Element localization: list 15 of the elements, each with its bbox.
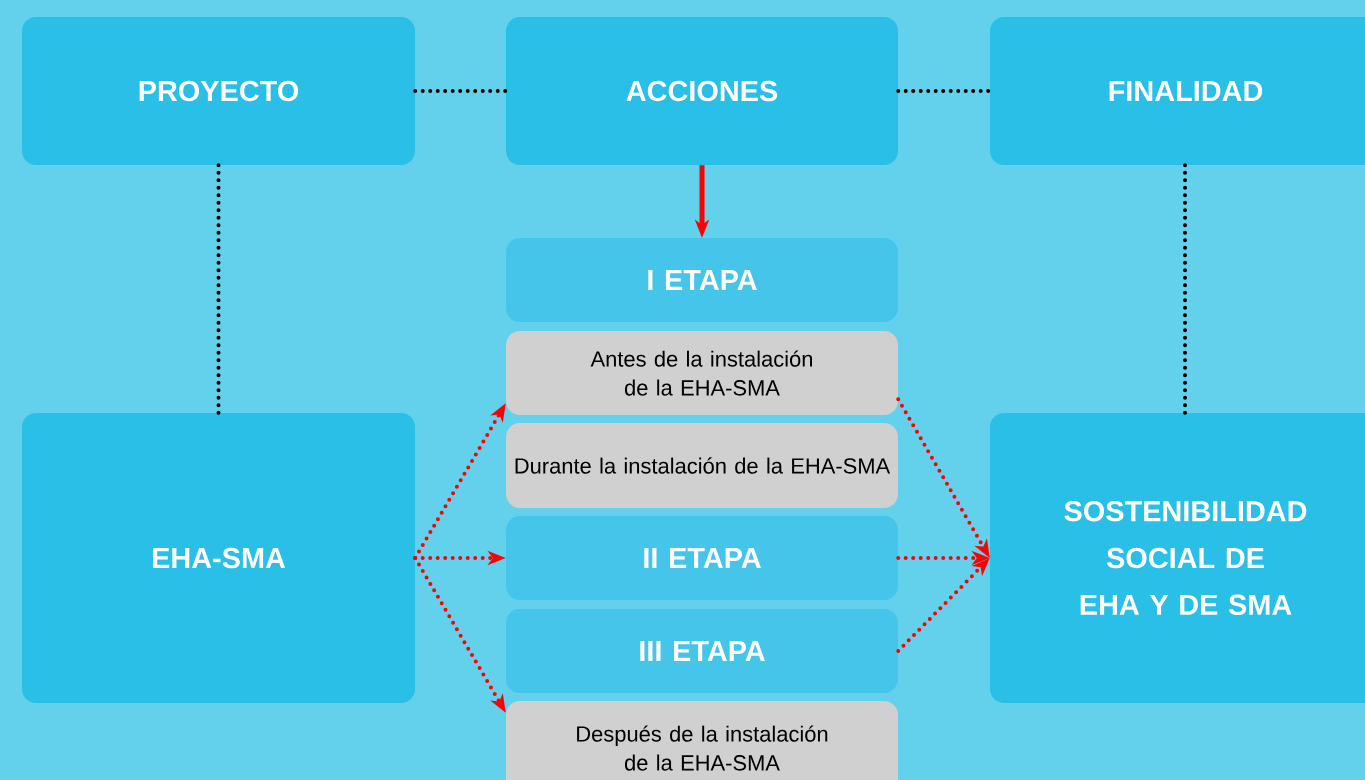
stage-box: II ETAPA — [506, 516, 898, 600]
connector — [216, 163, 221, 415]
main-box: FINALIDAD — [990, 17, 1365, 165]
main-box: EHA-SMA — [22, 413, 415, 703]
connector — [413, 89, 508, 93]
main-box: PROYECTO — [22, 17, 415, 165]
connector — [1183, 163, 1187, 415]
sub-step-box: Antes de la instalación de la EHA-SMA — [506, 331, 898, 415]
main-box: ACCIONES — [506, 17, 898, 165]
stage-box: III ETAPA — [506, 609, 898, 693]
connector — [896, 89, 992, 93]
stage-box: I ETAPA — [506, 238, 898, 322]
main-box: SOSTENIBILIDAD SOCIAL DE EHA Y DE SMA — [990, 413, 1365, 703]
sub-step-box: Durante la instalación de la EHA-SMA — [506, 423, 898, 508]
sub-step-box: Después de la instalación de la EHA-SMA — [506, 701, 898, 780]
